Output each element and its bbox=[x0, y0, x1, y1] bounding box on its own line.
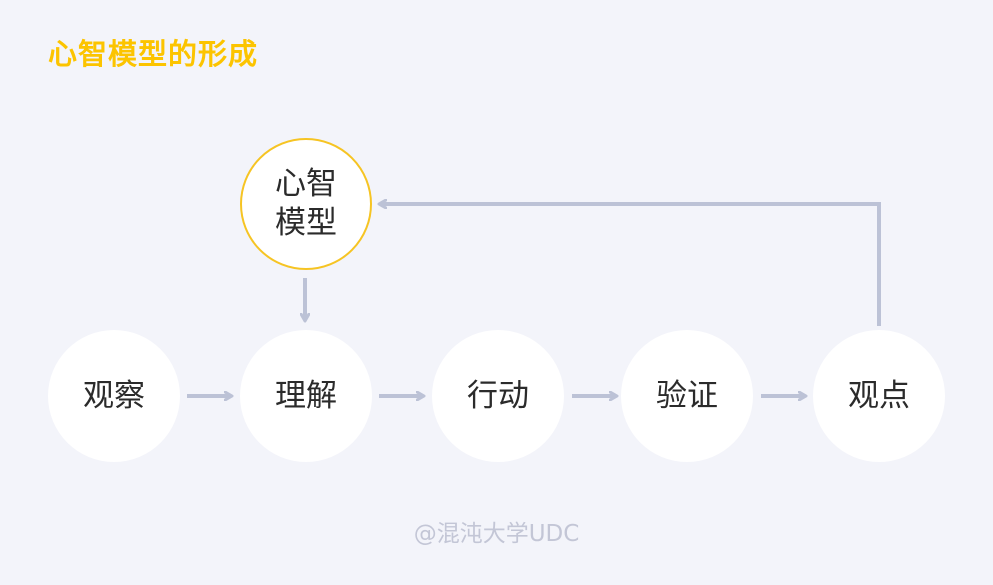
node-mental-model-label: 心智模型 bbox=[275, 166, 337, 241]
node-observe-label: 观察 bbox=[83, 377, 145, 414]
node-viewpoint: 观点 bbox=[813, 330, 945, 462]
node-verify-label: 验证 bbox=[656, 377, 718, 414]
node-understand: 理解 bbox=[240, 330, 372, 462]
node-viewpoint-label: 观点 bbox=[848, 377, 910, 414]
node-observe: 观察 bbox=[48, 330, 180, 462]
node-act-label: 行动 bbox=[467, 377, 529, 414]
node-mental-model: 心智模型 bbox=[240, 138, 372, 270]
node-understand-label: 理解 bbox=[275, 377, 337, 414]
watermark: @混沌大学UDC bbox=[413, 521, 580, 547]
diagram-title: 心智模型的形成 bbox=[48, 37, 259, 71]
node-act: 行动 bbox=[432, 330, 564, 462]
arrow-viewpoint-to-mental-model bbox=[380, 204, 881, 326]
node-verify: 验证 bbox=[621, 330, 753, 462]
